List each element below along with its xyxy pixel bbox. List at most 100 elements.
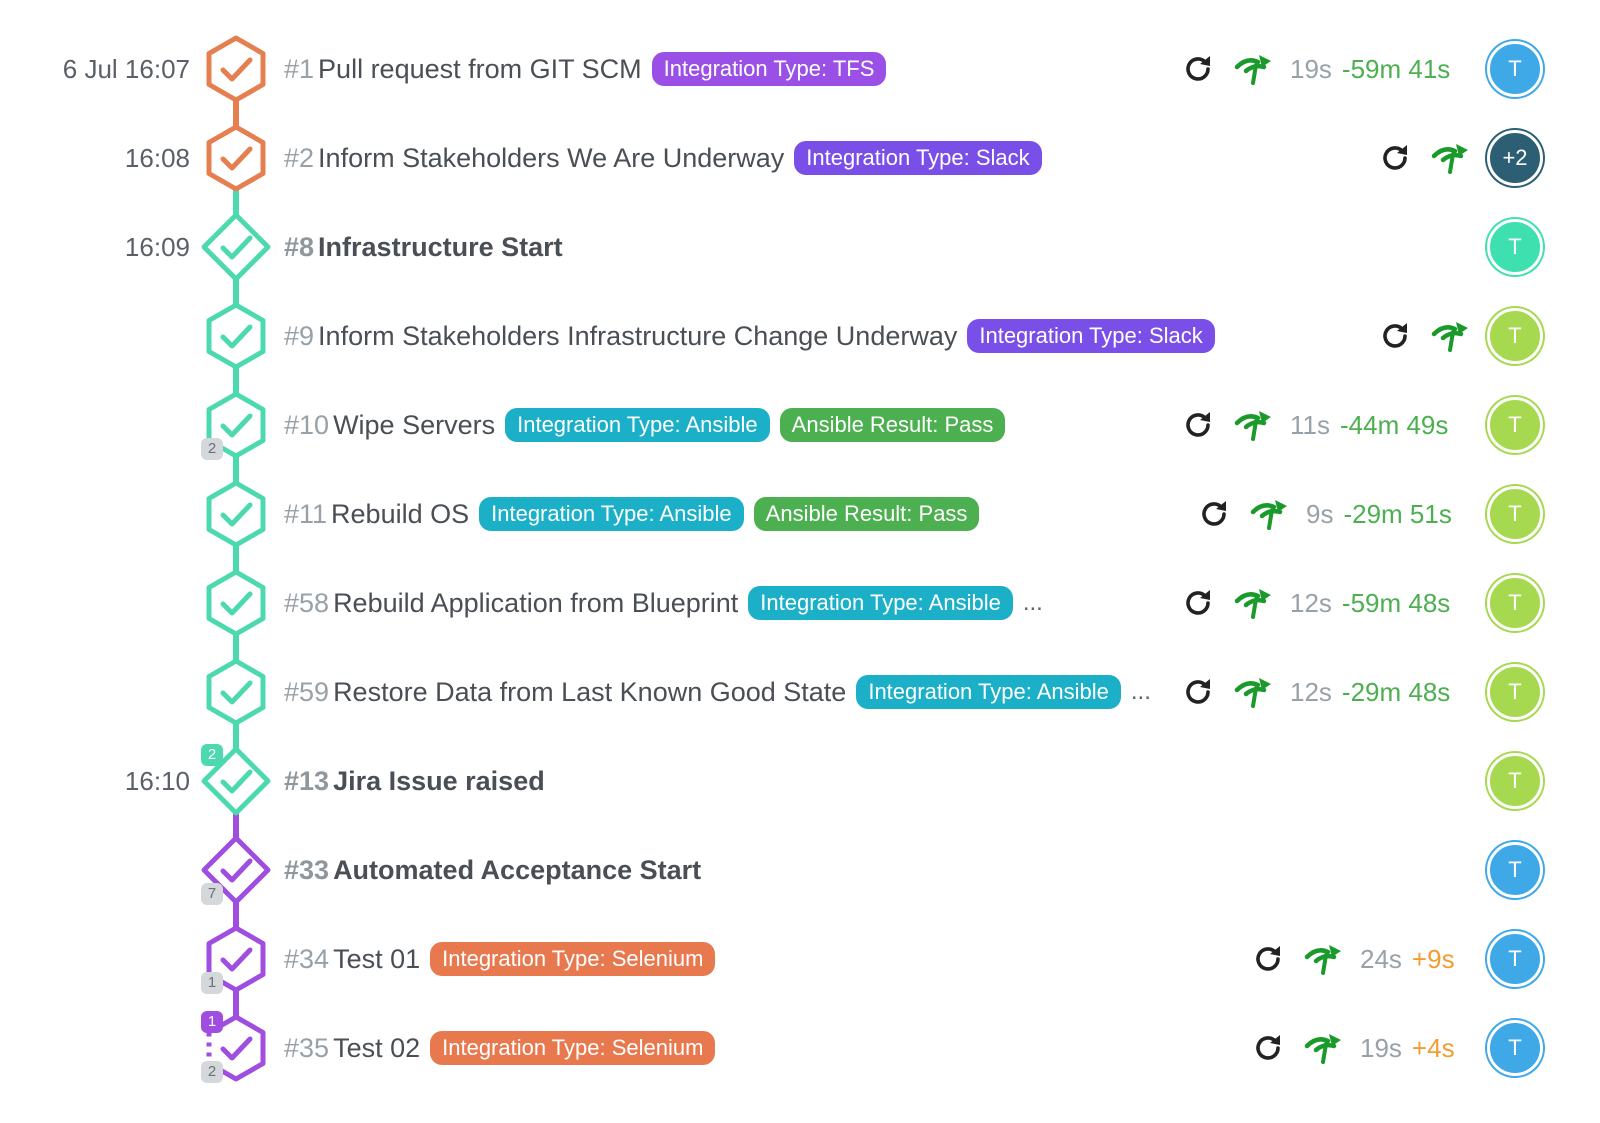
step-delta: +9s xyxy=(1411,943,1455,974)
webhook-icon[interactable] xyxy=(1234,585,1274,621)
webhook-icon[interactable] xyxy=(1431,318,1471,354)
rerun-icon[interactable] xyxy=(1377,140,1413,176)
rerun-icon[interactable] xyxy=(1180,585,1216,621)
step-duration: 11s xyxy=(1290,409,1330,440)
check-icon xyxy=(206,925,266,993)
step-delta: -29m 51s xyxy=(1343,498,1452,529)
webhook-icon[interactable] xyxy=(1234,51,1274,87)
step-count-badge: 2 xyxy=(201,438,223,460)
rerun-icon[interactable] xyxy=(1250,1030,1286,1066)
avatar-initial: T xyxy=(1508,590,1522,615)
timeline-connector xyxy=(233,811,239,840)
step-status-node[interactable] xyxy=(201,568,271,638)
webhook-icon[interactable] xyxy=(1234,407,1274,443)
rerun-icon[interactable] xyxy=(1180,674,1216,710)
step-title[interactable]: Restore Data from Last Known Good State xyxy=(333,677,847,707)
step-status-node[interactable] xyxy=(201,212,271,282)
step-number: #59 xyxy=(284,677,330,707)
assignee-avatar[interactable]: +2 xyxy=(1487,130,1543,186)
step-status-node[interactable] xyxy=(201,123,271,193)
rerun-icon[interactable] xyxy=(1196,496,1232,532)
step-duration: 12s xyxy=(1290,587,1332,618)
step-title[interactable]: Test 01 xyxy=(333,944,421,974)
assignee-avatar[interactable]: T xyxy=(1487,931,1543,987)
check-icon xyxy=(206,35,266,103)
assignee-avatar[interactable]: T xyxy=(1487,41,1543,97)
step-title[interactable]: Rebuild Application from Blueprint xyxy=(333,588,739,618)
rerun-icon[interactable] xyxy=(1377,318,1413,354)
step-status-node[interactable]: 2 xyxy=(201,390,271,460)
step-title[interactable]: Test 02 xyxy=(333,1033,421,1063)
step-duration: 19s xyxy=(1360,1032,1402,1063)
assignee-avatar[interactable]: T xyxy=(1487,575,1543,631)
timeline-connector xyxy=(233,455,239,484)
step-status-node[interactable] xyxy=(201,479,271,549)
timeline-connector xyxy=(233,366,239,395)
assignee-avatar[interactable]: T xyxy=(1487,1020,1543,1076)
step-title[interactable]: Jira Issue raised xyxy=(333,766,545,796)
more-tags-ellipsis[interactable]: ... xyxy=(1022,589,1043,616)
step-delta: -59m 41s xyxy=(1341,53,1451,84)
check-icon xyxy=(206,480,266,548)
rerun-icon[interactable] xyxy=(1180,51,1216,87)
timeline-connector xyxy=(233,544,239,573)
check-icon xyxy=(206,569,266,637)
step-status-node[interactable]: 1 xyxy=(201,924,271,994)
rerun-icon[interactable] xyxy=(1180,407,1216,443)
assignee-avatar[interactable]: T xyxy=(1487,397,1543,453)
assignee-avatar[interactable]: T xyxy=(1487,753,1543,809)
integration-tag: Ansible Result: Pass xyxy=(779,408,1006,442)
step-number: #34 xyxy=(284,944,330,974)
webhook-icon[interactable] xyxy=(1234,674,1274,710)
assignee-avatar[interactable]: T xyxy=(1487,308,1543,364)
integration-tag: Integration Type: Slack xyxy=(967,319,1215,353)
step-time: 6 Jul 16:07 xyxy=(62,54,190,84)
step-title[interactable]: Rebuild OS xyxy=(331,499,470,529)
step-title[interactable]: Inform Stakeholders We Are Underway xyxy=(318,143,785,173)
assignee-avatar[interactable]: T xyxy=(1487,486,1543,542)
integration-tag: Integration Type: Ansible xyxy=(479,497,744,531)
step-status-node[interactable] xyxy=(201,301,271,371)
step-number: #2 xyxy=(284,143,315,173)
step-title[interactable]: Infrastructure Start xyxy=(318,232,563,262)
step-title[interactable]: Inform Stakeholders Infrastructure Chang… xyxy=(318,321,958,351)
step-status-node[interactable]: 2 xyxy=(201,744,271,816)
assignee-avatar[interactable]: T xyxy=(1487,219,1543,275)
rerun-icon[interactable] xyxy=(1250,941,1286,977)
step-title[interactable]: Pull request from GIT SCM xyxy=(318,54,642,84)
webhook-icon[interactable] xyxy=(1431,140,1471,176)
step-status-node[interactable] xyxy=(201,34,271,104)
webhook-icon[interactable] xyxy=(1250,496,1290,532)
step-number: #13 xyxy=(284,766,330,796)
step-status-node[interactable]: 7 xyxy=(201,835,271,905)
assignee-avatar[interactable]: T xyxy=(1487,842,1543,898)
avatar-initial: T xyxy=(1508,234,1522,259)
step-title[interactable]: Wipe Servers xyxy=(333,410,496,440)
step-status-node[interactable] xyxy=(201,657,271,727)
webhook-icon[interactable] xyxy=(1304,1030,1344,1066)
more-tags-ellipsis[interactable]: ... xyxy=(1130,678,1151,705)
step-title[interactable]: Automated Acceptance Start xyxy=(333,855,702,885)
step-number: #1 xyxy=(284,54,315,84)
webhook-icon[interactable] xyxy=(1304,941,1344,977)
timeline-connector xyxy=(233,989,239,1018)
avatar-initial: T xyxy=(1508,857,1522,882)
step-actions: 12s-29m 48s xyxy=(1180,647,1450,737)
assignee-avatar[interactable]: T xyxy=(1487,664,1543,720)
